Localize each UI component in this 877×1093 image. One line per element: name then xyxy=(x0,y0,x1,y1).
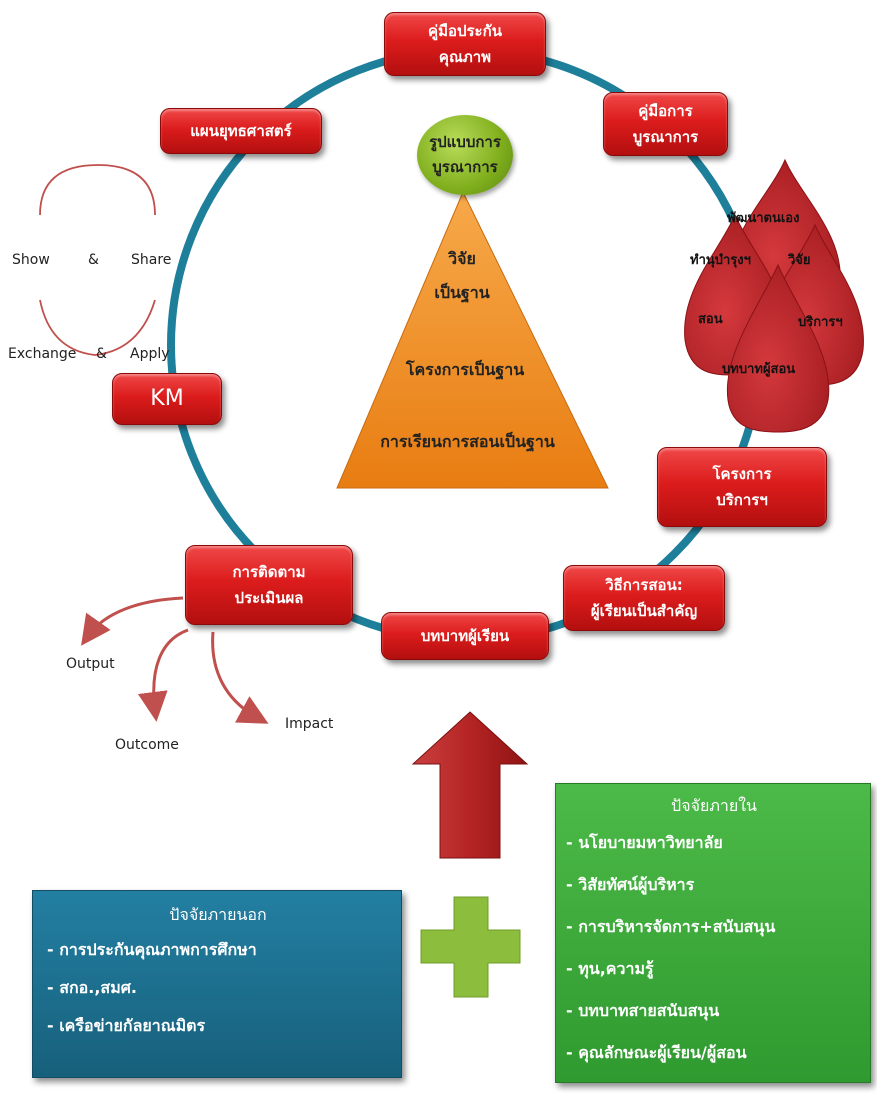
km-label: KM xyxy=(150,386,184,411)
teaching-method-line2: ผู้เรียนเป็นสำคัญ xyxy=(590,602,698,620)
integration-manual-box: คู่มือการ บูรณาการ xyxy=(603,92,728,156)
petal-service: บริการฯ xyxy=(798,315,843,330)
monitoring-line2: ประเมินผล xyxy=(234,589,304,607)
monitoring-line1: การติดตาม xyxy=(232,563,306,581)
km-loop-bottom-arc xyxy=(39,299,156,356)
km-apply-label: Apply xyxy=(130,346,170,362)
impact-label: Impact xyxy=(285,716,334,732)
integration-model-line1: รูปแบบการ xyxy=(429,133,501,151)
petal-research: วิจัย xyxy=(788,253,811,268)
arrow-to-output xyxy=(81,596,184,646)
strategic-plan-label: แผนยุทธศาสตร์ xyxy=(190,122,292,140)
integration-model-line2: บูรณาการ xyxy=(432,158,498,176)
teaching-method-box: วิธีการสอน: ผู้เรียนเป็นสำคัญ xyxy=(563,565,725,631)
internal-item-5: - บทบาทสายสนับสนุน xyxy=(566,1001,720,1020)
pyramid-bottom-label: การเรียนการสอนเป็นฐาน xyxy=(380,432,555,451)
outcome-label: Outcome xyxy=(115,737,179,753)
service-project-line2: บริการฯ xyxy=(716,491,768,509)
pyramid-research-line1: วิจัย xyxy=(448,249,476,268)
arrow-to-outcome xyxy=(137,628,189,722)
external-item-1: - การประกันคุณภาพการศึกษา xyxy=(47,940,257,959)
km-box: KM xyxy=(112,373,222,425)
km-share-label: Share xyxy=(131,252,172,268)
km-amp-bottom: & xyxy=(96,346,107,362)
service-project-line1: โครงการ xyxy=(712,465,772,483)
quality-manual-line2: คุณภาพ xyxy=(438,48,492,66)
external-item-3: - เครือข่ายกัลยาณมิตร xyxy=(47,1016,206,1035)
petal-teacher-role: บทบาทผู้สอน xyxy=(722,362,796,377)
monitoring-box: การติดตาม ประเมินผล xyxy=(185,545,353,625)
petal-bottom xyxy=(726,263,830,433)
plus-sign xyxy=(420,896,521,998)
student-role-label: บทบาทผู้เรียน xyxy=(420,627,510,645)
km-exchange-label: Exchange xyxy=(8,346,77,362)
strategic-plan-box: แผนยุทธศาสตร์ xyxy=(160,108,322,154)
external-factors-panel: ปัจจัยภายนอก - การประกันคุณภาพการศึกษา -… xyxy=(32,890,402,1078)
internal-factors-panel: ปัจจัยภายใน - นโยบายมหาวิทยาลัย - วิสัยท… xyxy=(555,783,871,1083)
pyramid-shape xyxy=(336,190,609,489)
km-show-label: Show xyxy=(12,252,50,268)
quality-manual-line1: คู่มือประกัน xyxy=(428,22,502,40)
integration-manual-line2: บูรณาการ xyxy=(632,128,699,146)
pyramid-middle-label: โครงการเป็นฐาน xyxy=(405,360,525,379)
internal-item-6: - คุณลักษณะผู้เรียน/ผู้สอน xyxy=(566,1043,747,1062)
petal-art-culture: ทำนุบำรุงฯ xyxy=(690,253,751,268)
integration-model-circle: รูปแบบการ บูรณาการ xyxy=(417,115,513,195)
petal-self-development: พัฒนาตนเอง xyxy=(727,211,800,226)
arrow-to-impact xyxy=(211,631,269,724)
petal-group xyxy=(684,158,864,433)
pyramid-top-label: วิจัย เป็นฐาน xyxy=(412,242,512,310)
pyramid-research-line2: เป็นฐาน xyxy=(434,283,490,302)
internal-item-1: - นโยบายมหาวิทยาลัย xyxy=(566,833,723,852)
student-role-box: บทบาทผู้เรียน xyxy=(381,612,549,660)
external-factors-title: ปัจจัยภายนอก xyxy=(169,905,267,924)
integration-manual-line1: คู่มือการ xyxy=(638,102,693,120)
teaching-method-line1: วิธีการสอน: xyxy=(605,576,683,594)
output-label: Output xyxy=(66,656,115,672)
internal-item-4: - ทุน,ความรู้ xyxy=(566,959,654,978)
up-arrow xyxy=(411,711,529,859)
quality-manual-box: คู่มือประกัน คุณภาพ xyxy=(384,12,546,76)
internal-item-3: - การบริหารจัดการ+สนับสนุน xyxy=(566,917,776,936)
external-item-2: - สกอ.,สมศ. xyxy=(47,978,137,997)
km-loop-top-arc xyxy=(39,164,156,216)
internal-item-2: - วิสัยทัศน์ผู้บริหาร xyxy=(566,875,695,894)
internal-factors-title: ปัจจัยภายใน xyxy=(671,796,757,815)
km-amp-top: & xyxy=(88,252,99,268)
service-project-box: โครงการ บริการฯ xyxy=(657,447,827,527)
petal-teaching: สอน xyxy=(698,312,723,327)
